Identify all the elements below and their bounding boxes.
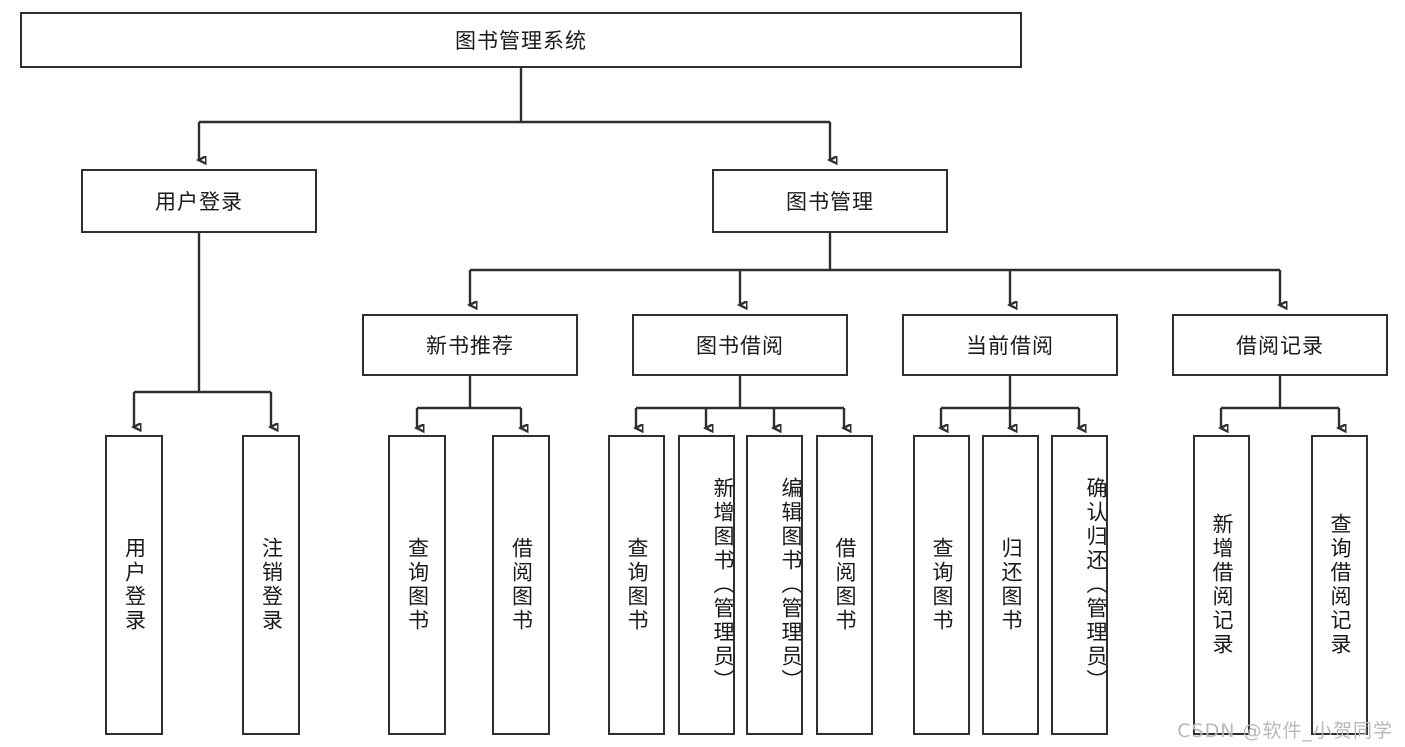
leaf-new-book-borrow[interactable]: 借阅图书 — [492, 435, 550, 735]
node-label: 编辑图书（管理员） — [779, 477, 803, 693]
leaf-user-login-signin[interactable]: 用户登录 — [105, 435, 163, 735]
watermark: CSDN @软件_小贺同学 — [1177, 720, 1393, 742]
node-label: 借阅图书 — [833, 537, 857, 633]
node-label: 查询图书 — [930, 537, 954, 633]
leaf-book-borrow-add[interactable]: 新增图书（管理员） — [678, 435, 735, 735]
node-root-book-management-system[interactable]: 图书管理系统 — [20, 12, 1022, 68]
node-label: 用户登录 — [155, 190, 243, 214]
node-book-management[interactable]: 图书管理 — [712, 169, 948, 233]
node-label: 新增借阅记录 — [1210, 513, 1234, 657]
node-user-login[interactable]: 用户登录 — [81, 169, 317, 233]
node-label: 查询图书 — [625, 537, 649, 633]
node-label: 查询借阅记录 — [1328, 513, 1352, 657]
node-label: 新书推荐 — [426, 334, 514, 358]
node-label: 用户登录 — [122, 537, 147, 633]
node-label: 确认归还（管理员） — [1084, 477, 1108, 693]
node-book-borrow[interactable]: 图书借阅 — [632, 314, 848, 376]
node-label: 归还图书 — [999, 537, 1023, 633]
node-current-borrow[interactable]: 当前借阅 — [902, 314, 1118, 376]
node-label: 注销登录 — [259, 537, 284, 633]
node-label: 图书借阅 — [696, 334, 784, 358]
leaf-new-book-query[interactable]: 查询图书 — [388, 435, 446, 735]
leaf-borrow-record-query[interactable]: 查询借阅记录 — [1311, 435, 1368, 735]
leaf-borrow-record-add[interactable]: 新增借阅记录 — [1193, 435, 1250, 735]
leaf-current-borrow-return[interactable]: 归还图书 — [982, 435, 1039, 735]
node-label: 查询图书 — [405, 537, 430, 633]
node-label: 当前借阅 — [966, 334, 1054, 358]
node-label: 借阅图书 — [509, 537, 534, 633]
leaf-current-borrow-confirm-return[interactable]: 确认归还（管理员） — [1051, 435, 1108, 735]
leaf-book-borrow-borrow[interactable]: 借阅图书 — [816, 435, 873, 735]
leaf-book-borrow-edit[interactable]: 编辑图书（管理员） — [746, 435, 803, 735]
node-label: 借阅记录 — [1236, 334, 1324, 358]
node-label: 图书管理 — [786, 190, 874, 214]
leaf-book-borrow-query[interactable]: 查询图书 — [608, 435, 665, 735]
node-borrow-record[interactable]: 借阅记录 — [1172, 314, 1388, 376]
leaf-current-borrow-query[interactable]: 查询图书 — [913, 435, 970, 735]
leaf-user-login-signout[interactable]: 注销登录 — [242, 435, 300, 735]
node-label: 新增图书（管理员） — [711, 477, 735, 693]
node-label: 图书管理系统 — [455, 29, 587, 53]
node-new-book-recommend[interactable]: 新书推荐 — [362, 314, 578, 376]
